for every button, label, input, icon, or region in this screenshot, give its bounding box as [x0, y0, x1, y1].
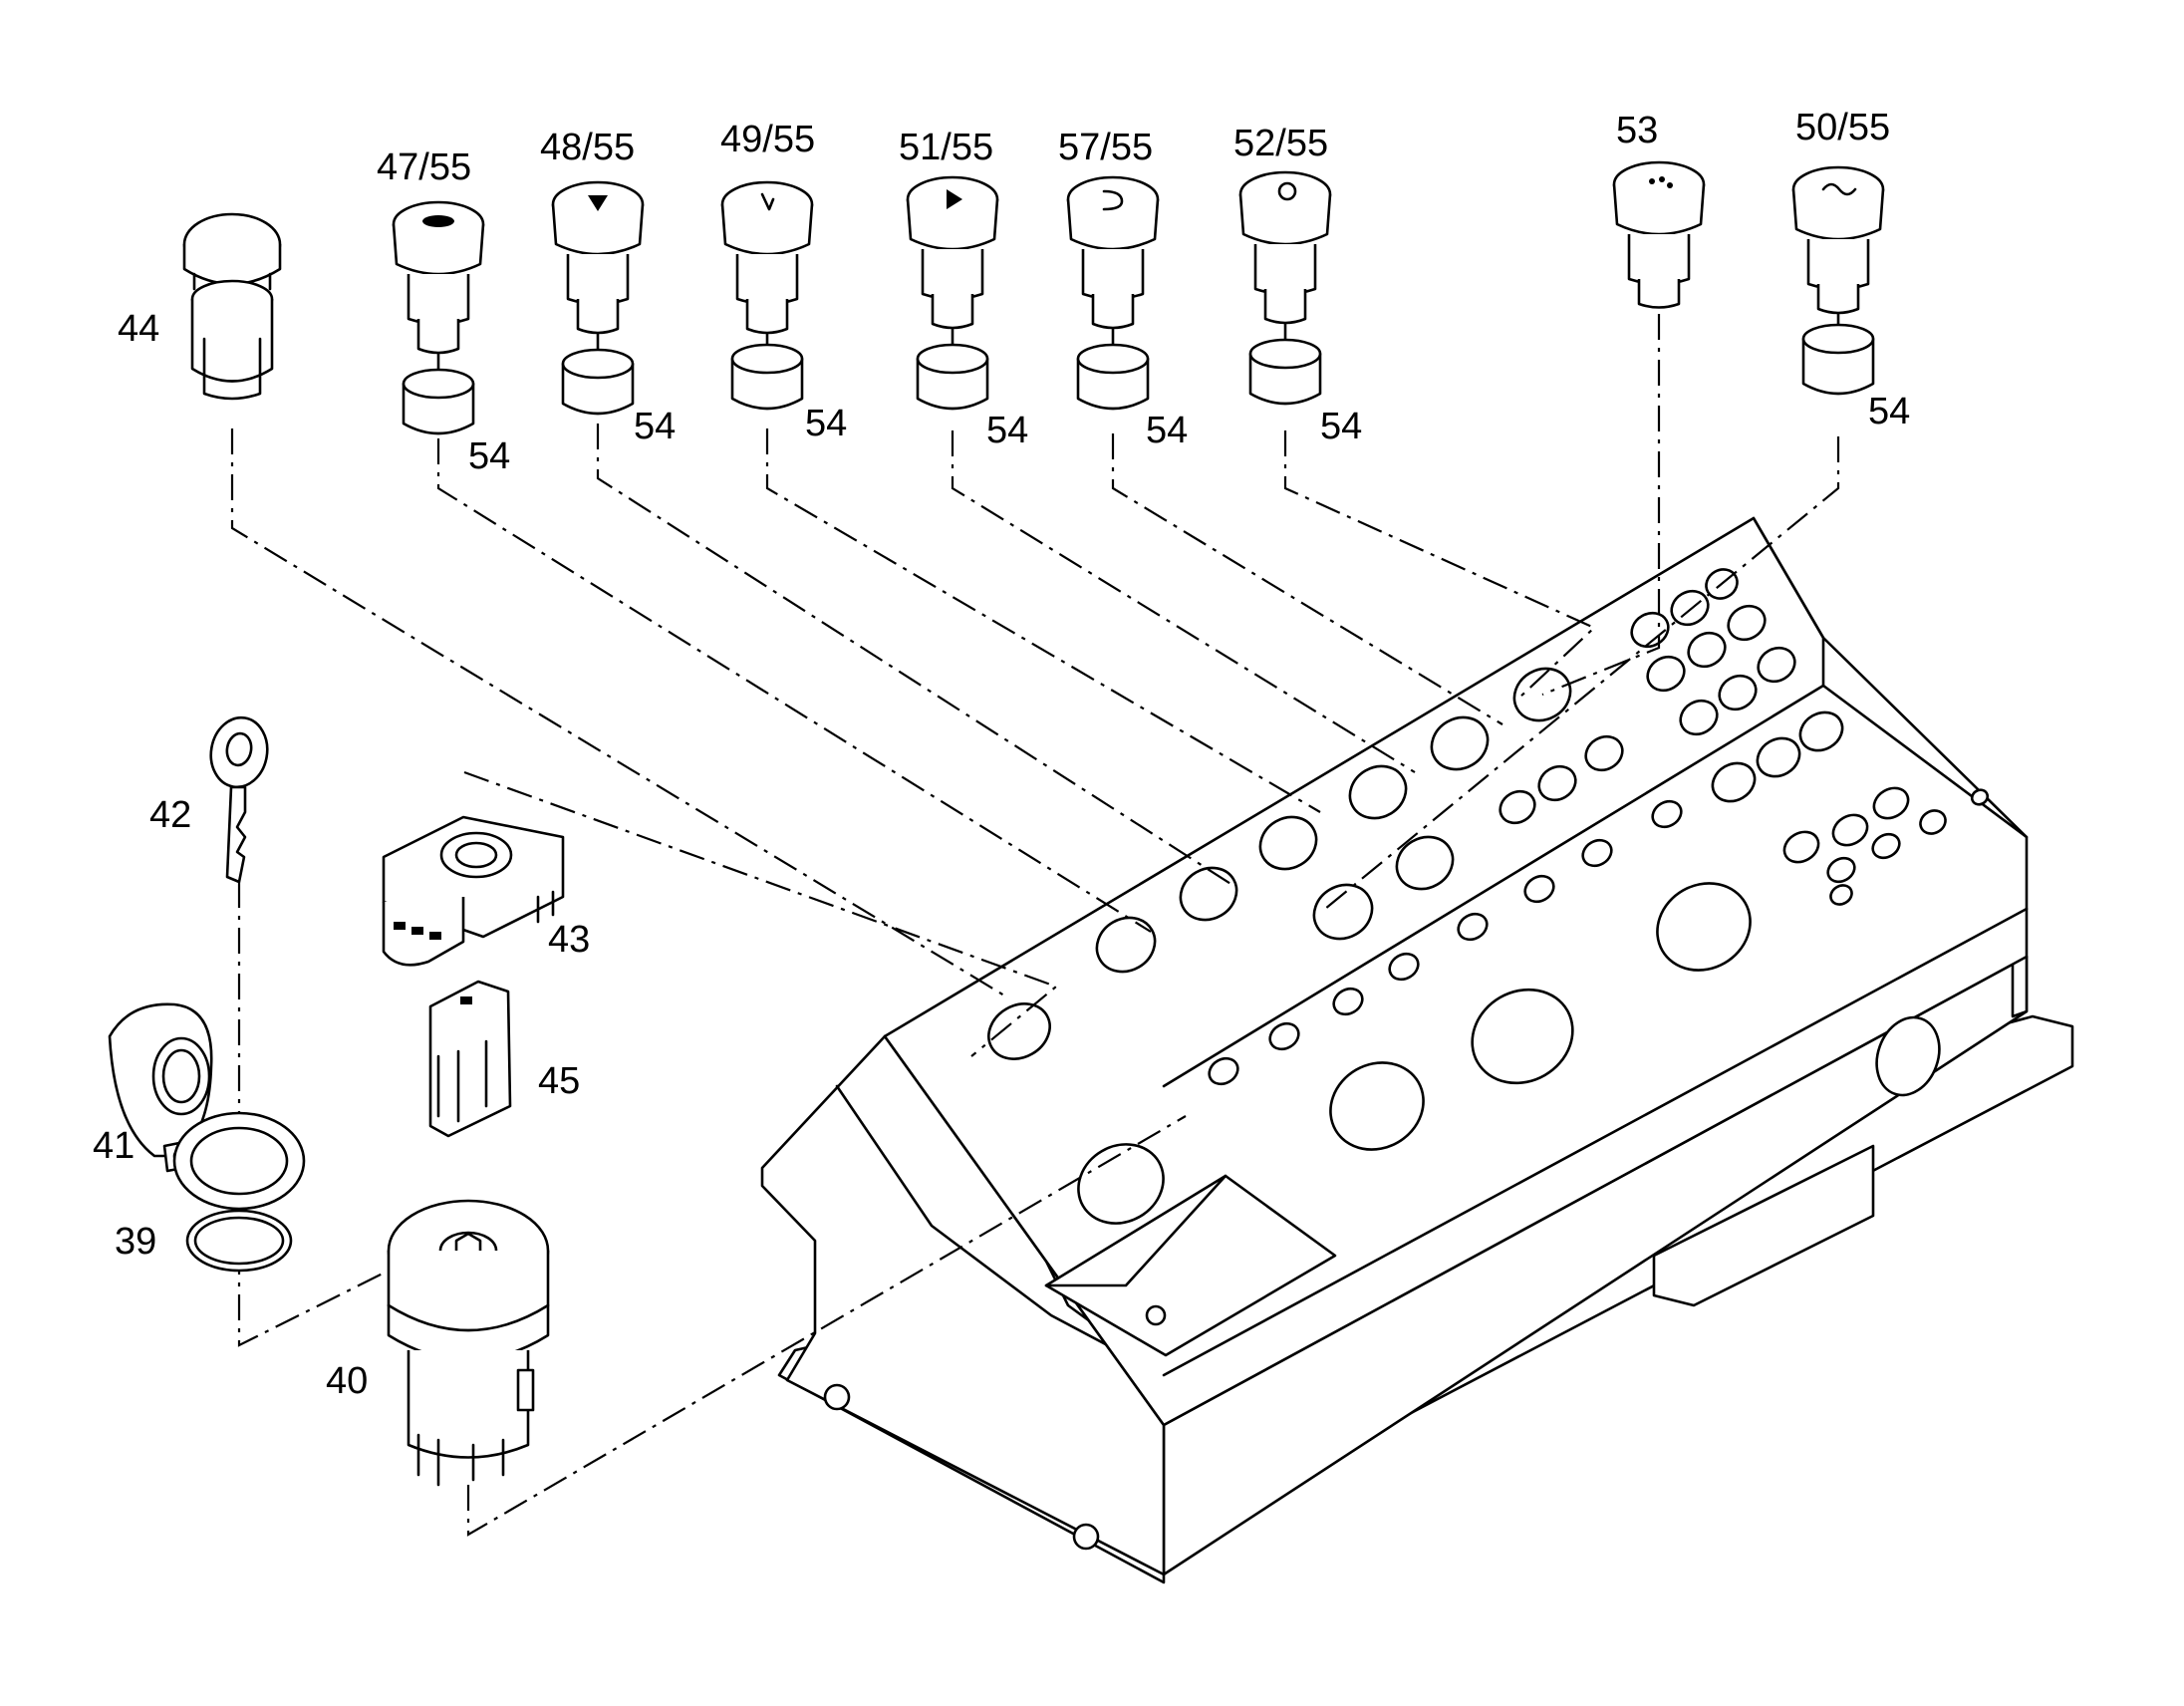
- callout-51: 51/55: [899, 127, 993, 168]
- callout-50: 50/55: [1795, 107, 1890, 148]
- callout-53: 53: [1616, 110, 1658, 151]
- bracket-43: [382, 815, 565, 967]
- callout-54: 54: [986, 410, 1028, 451]
- callout-54: 54: [634, 406, 676, 447]
- callout-54: 54: [1146, 410, 1188, 451]
- cap-41: [108, 1002, 213, 1173]
- callout-48: 48/55: [540, 127, 635, 168]
- callout-49: 49/55: [720, 119, 815, 160]
- callout-54: 54: [1320, 406, 1362, 447]
- leader-lines: [230, 314, 1840, 1537]
- ignition-switch-40: [387, 1199, 550, 1487]
- callout-52: 52/55: [1233, 123, 1328, 164]
- switch-49: [720, 180, 814, 411]
- switch-53: [1612, 160, 1706, 309]
- switch-50: [1791, 165, 1885, 396]
- callout-39: 39: [115, 1221, 156, 1263]
- switch-52: [1238, 170, 1332, 406]
- callout-42: 42: [149, 794, 191, 836]
- switch-47: [392, 200, 485, 435]
- switch-44: [182, 212, 282, 401]
- switch-48: [551, 180, 645, 416]
- callout-43: 43: [548, 919, 590, 961]
- dashboard-housing: [760, 516, 2074, 1584]
- switch-57: [1066, 175, 1160, 411]
- callout-54: 54: [468, 435, 510, 477]
- callout-57: 57/55: [1058, 127, 1153, 168]
- switch-51: [906, 175, 999, 411]
- oring-39: [185, 1209, 293, 1273]
- plug-45: [428, 980, 512, 1138]
- callout-47: 47/55: [377, 146, 471, 188]
- callout-54: 54: [1868, 391, 1910, 432]
- callout-54: 54: [805, 403, 847, 444]
- callout-45: 45: [538, 1060, 580, 1102]
- callout-44: 44: [118, 308, 159, 350]
- callout-40: 40: [326, 1360, 368, 1402]
- key-42: [209, 715, 269, 884]
- ring-41: [172, 1111, 306, 1211]
- callout-41: 41: [93, 1125, 135, 1167]
- callout-labels: 44 47/55 48/55 49/55 51/55 57/55 52/55 5…: [93, 107, 1910, 1402]
